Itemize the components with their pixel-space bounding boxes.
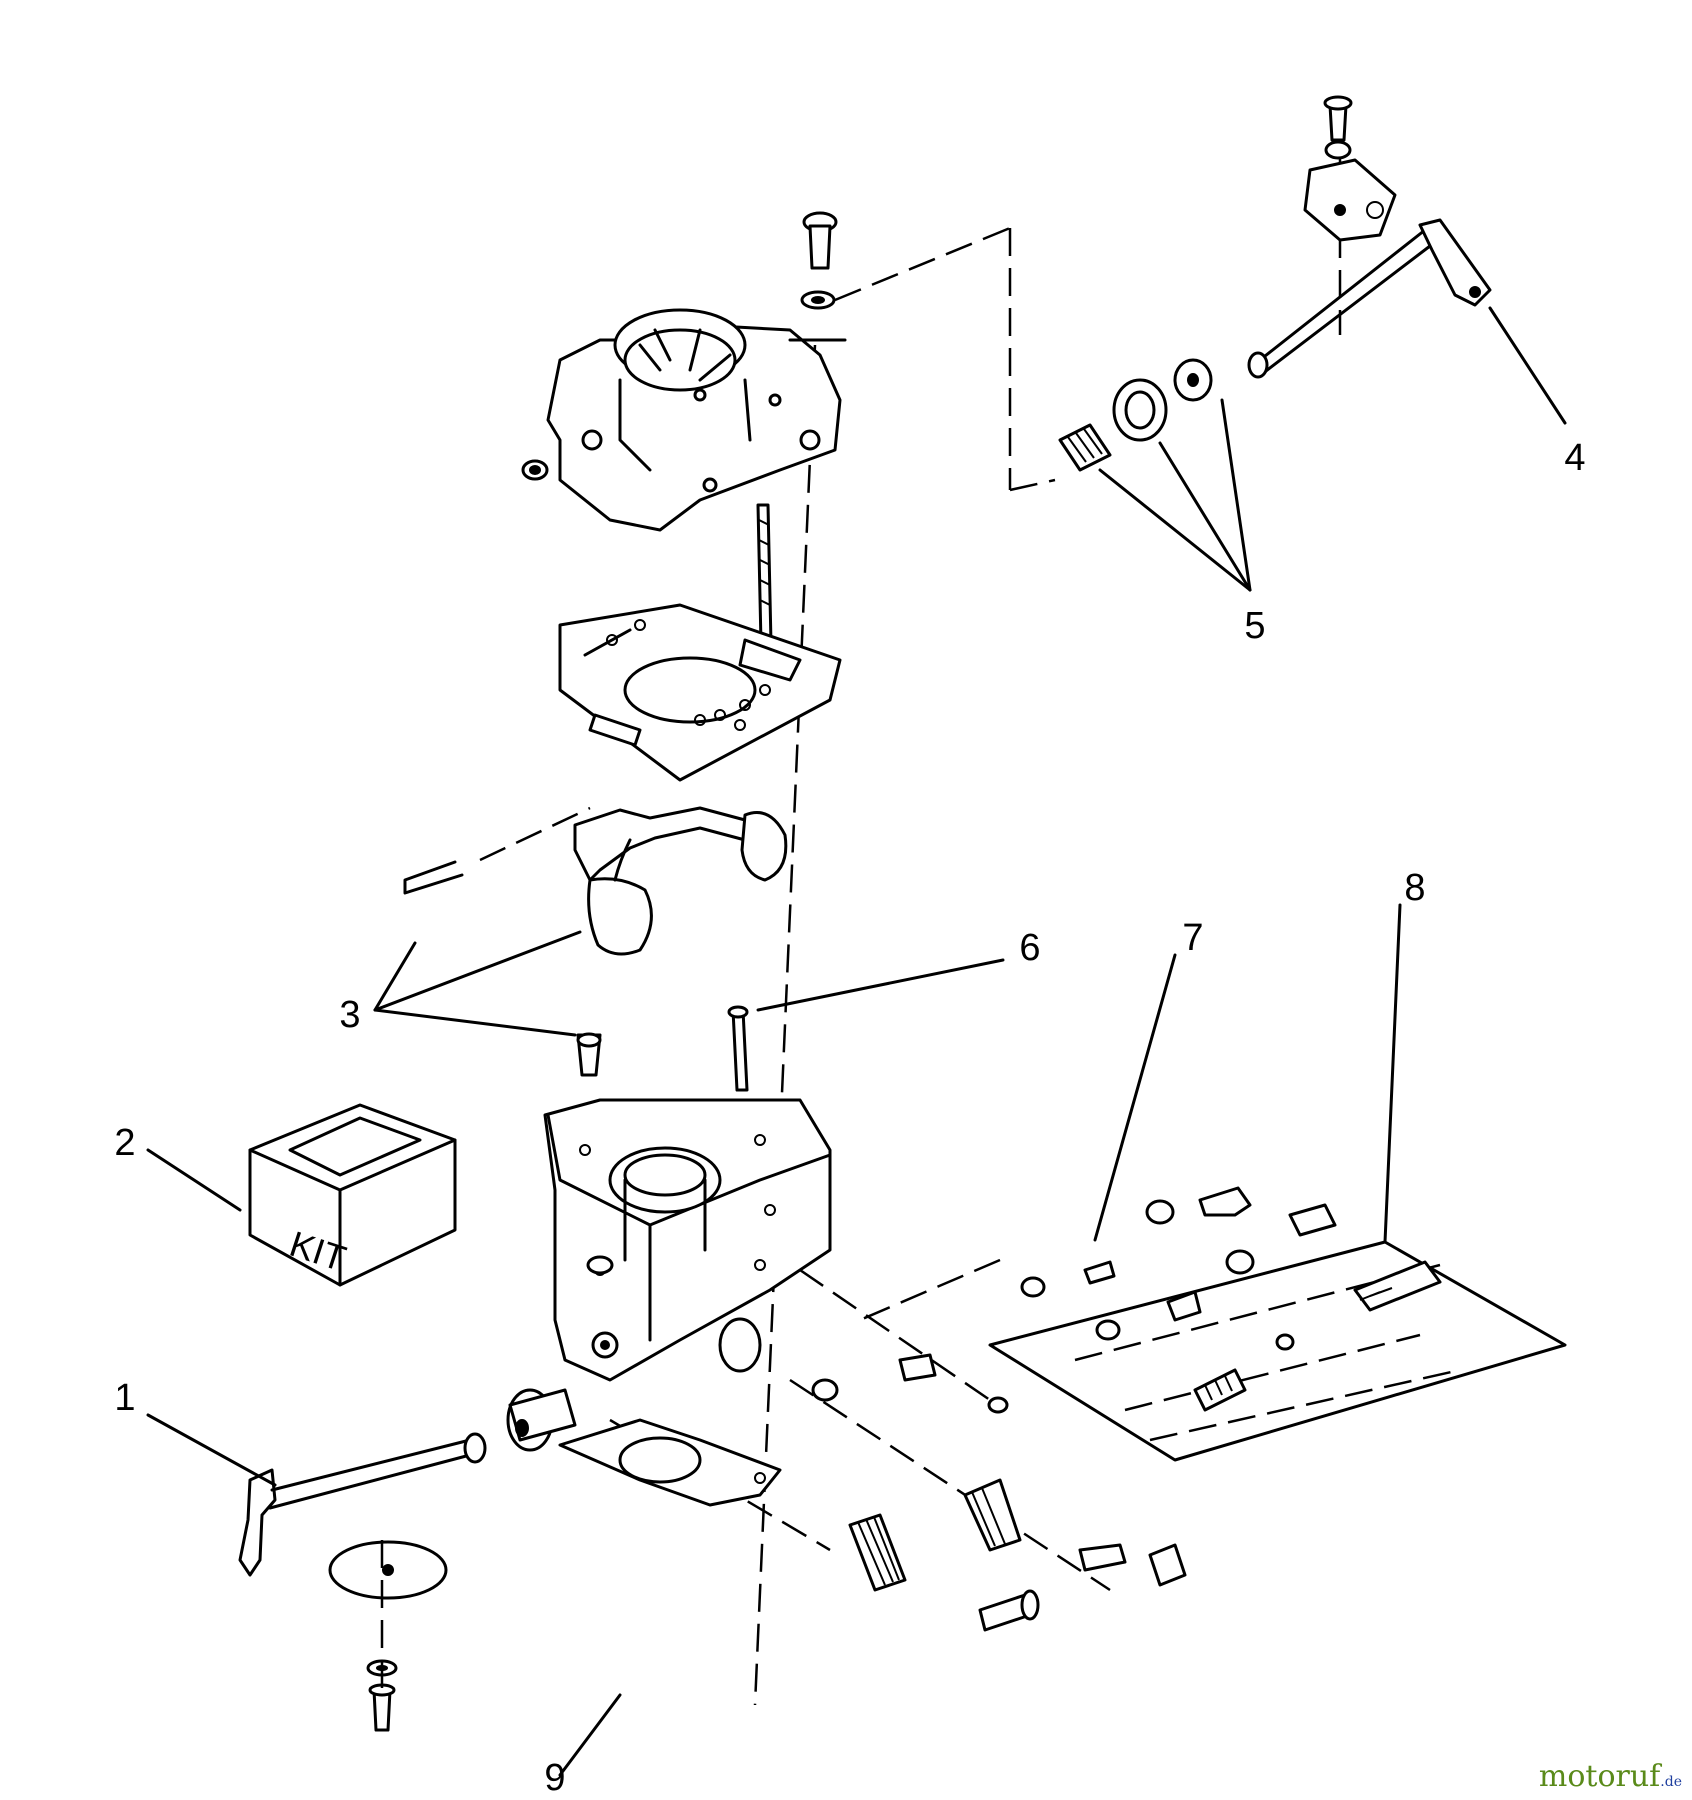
watermark-suffix: .de (1660, 1774, 1682, 1790)
carburetor-top-cover (546, 308, 847, 532)
callout-5: 5 (1244, 605, 1265, 647)
choke-shaft-assembly (1247, 95, 1492, 379)
callout-9: 9 (544, 1757, 565, 1799)
callout-numbers: 1 2 3 4 5 6 7 8 9 (114, 437, 1585, 1799)
idle-screw-assembly (848, 1513, 1040, 1632)
cover-screw (800, 211, 838, 310)
body-small-parts (811, 1353, 1009, 1414)
callout-6: 6 (1019, 927, 1040, 969)
callout-8: 8 (1404, 867, 1425, 909)
repair-kit-card (988, 1186, 1567, 1462)
callout-1: 1 (114, 1377, 135, 1419)
callout-7: 7 (1182, 917, 1203, 959)
watermark-brand: motoruf (1538, 1759, 1661, 1794)
callout-2: 2 (114, 1122, 135, 1164)
pin-part-6 (727, 1005, 749, 1092)
cover-nut (521, 459, 549, 481)
callout-4: 4 (1564, 437, 1585, 479)
watermark: motoruf.de (1539, 1759, 1682, 1794)
float-clip (403, 860, 464, 895)
throttle-bushing (506, 1388, 577, 1452)
top-gasket (558, 603, 842, 782)
float-assembly (573, 806, 788, 956)
kit-box: KIT (248, 1103, 457, 1287)
leader-lines (146, 306, 1567, 1777)
choke-seal-parts (1058, 358, 1213, 472)
throttle-shaft-assembly (238, 1432, 487, 1732)
callout-3: 3 (339, 994, 360, 1036)
carburetor-body (543, 1098, 832, 1382)
base-gasket (558, 1418, 782, 1507)
needle-valve (576, 1032, 602, 1077)
mixture-screw-assembly (963, 1478, 1187, 1587)
